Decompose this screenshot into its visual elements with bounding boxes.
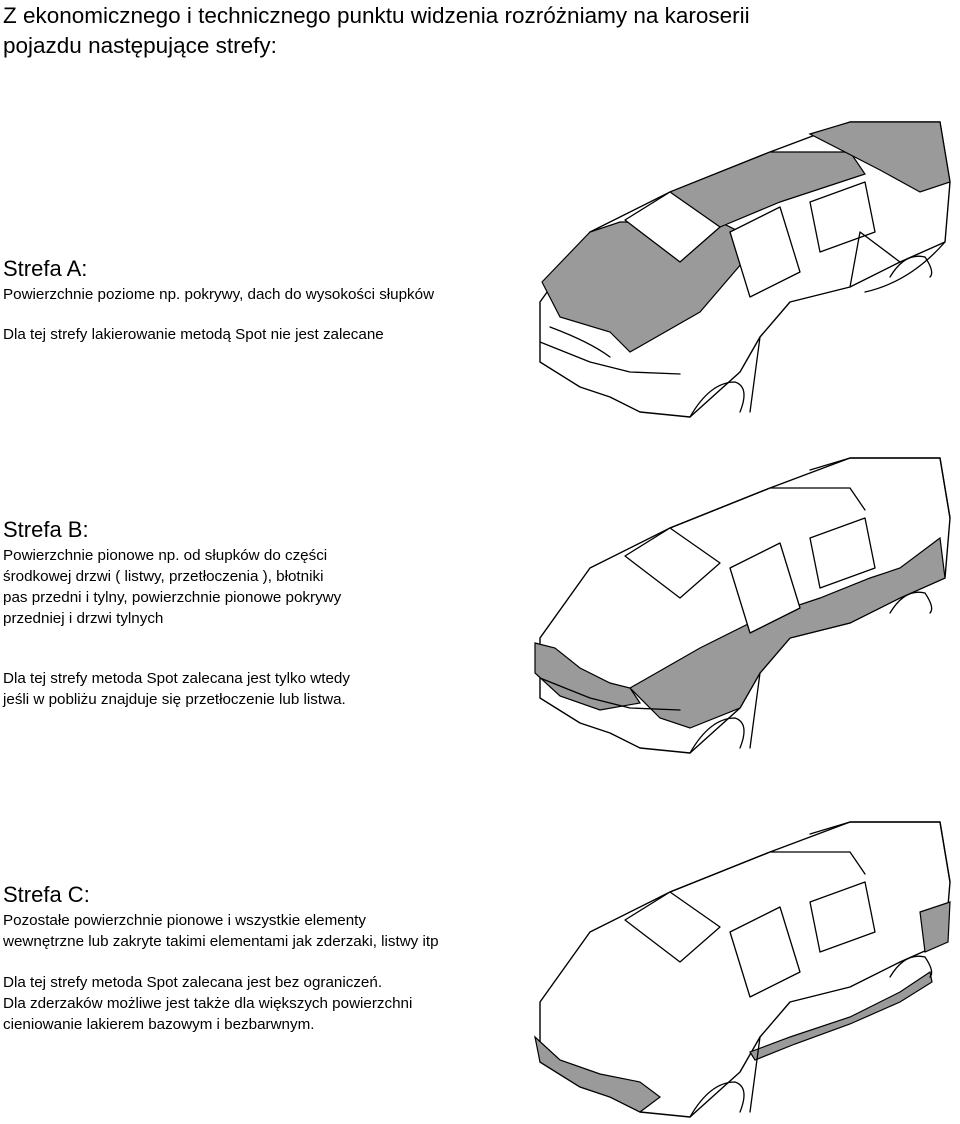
zone-c-note-line-2: Dla zderzaków możliwe jest także dla wię…	[3, 995, 413, 1012]
zone-c-rear-bumper-highlight	[919, 901, 951, 953]
zone-b-description-line-2: środkowej drzwi ( listwy, przetłoczenia …	[3, 568, 324, 585]
zone-c-title: Strefa C:	[3, 882, 90, 907]
zone-b-description-line-3: pas przedni i tylny, powierzchnie pionow…	[3, 589, 342, 606]
car-illustration-zone-c	[534, 821, 951, 1118]
car-body-c	[534, 821, 951, 1118]
zone-b-note-line-2: jeśli w pobliżu znajduje się przetłoczen…	[3, 691, 346, 708]
zone-b-description-line-4: przedniej i drzwi tylnych	[3, 610, 164, 627]
heading-text: Z ekonomicznego i technicznego punktu wi…	[3, 1, 903, 61]
zone-b-description-line-1: Powierzchnie pionowe np. od słupków do c…	[3, 547, 328, 564]
car-illustration-zone-a	[539, 121, 951, 418]
car-body-a	[539, 121, 951, 418]
zone-b-note-line-1: Dla tej strefy metoda Spot zalecana jest…	[3, 670, 350, 687]
zone-c-note-line-3: cieniowanie lakierem bazowym i bezbarwny…	[3, 1016, 315, 1033]
zone-c-front-bumper-highlight	[534, 1035, 661, 1113]
zone-a-title: Strefa A:	[3, 256, 88, 281]
zone-c-note-line-1: Dla tej strefy metoda Spot zalecana jest…	[3, 974, 383, 991]
heading-line-1: Z ekonomicznego i technicznego punktu wi…	[3, 3, 750, 28]
car-body-b	[534, 457, 951, 754]
zone-b-front-highlight	[534, 642, 642, 711]
heading-line-2: pojazdu następujące strefy:	[3, 33, 277, 58]
zone-c-description-line-2: wewnętrzne lub zakryte takimi elementami…	[3, 933, 439, 950]
car-illustration-zone-b	[534, 457, 951, 754]
zone-a-description: Powierzchnie poziome np. pokrywy, dach d…	[3, 286, 435, 303]
zone-a-trunk-highlight	[808, 121, 951, 193]
zone-c-description-line-1: Pozostałe powierzchnie pionowe i wszystk…	[3, 912, 366, 929]
zone-c-sill-highlight	[749, 971, 933, 1061]
zone-a-hood-highlight	[541, 221, 761, 353]
zone-b-title: Strefa B:	[3, 517, 89, 542]
zone-a-note: Dla tej strefy lakierowanie metodą Spot …	[3, 326, 384, 343]
